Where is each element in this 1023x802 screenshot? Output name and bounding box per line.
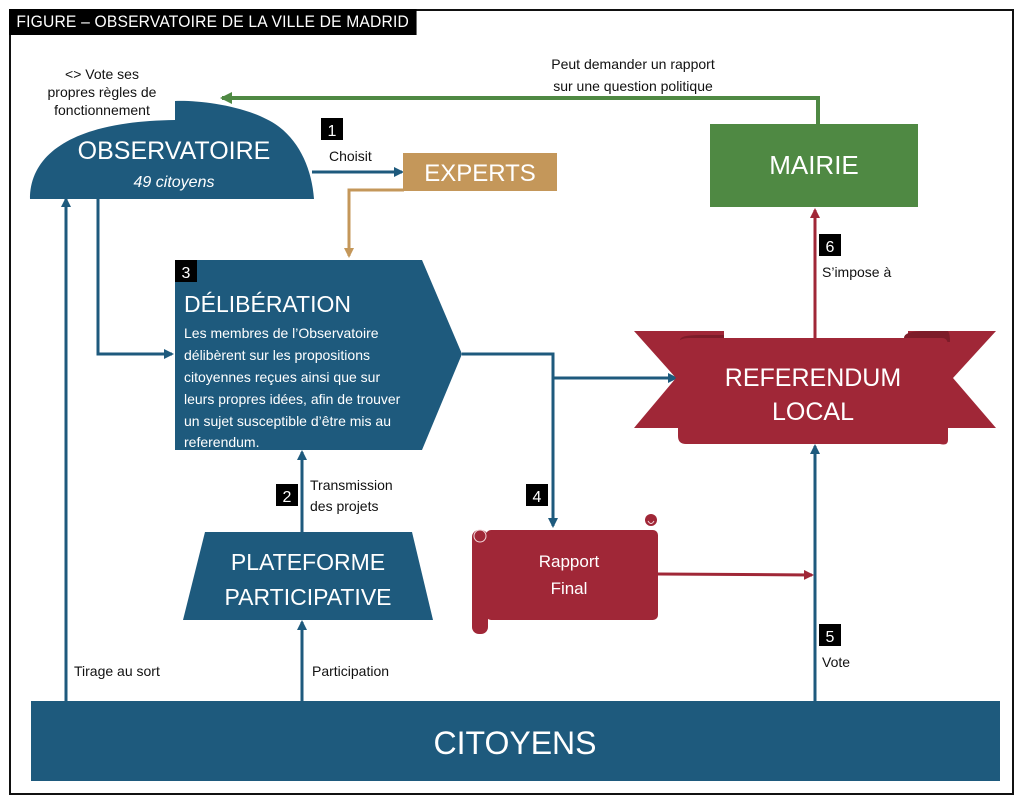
- plateforme-title-line: PARTICIPATIVE: [225, 584, 392, 610]
- edge-mairie-to-observatoire: [220, 92, 820, 124]
- deliberation-body-line: citoyennes reçues ainsi que sur: [184, 369, 380, 385]
- rapport-title-line: Rapport: [539, 552, 600, 571]
- deliberation-body-line: referendum.: [184, 434, 259, 450]
- step-number: 5: [826, 629, 835, 646]
- referendum-title-line: REFERENDUM: [725, 364, 901, 392]
- step-badge-6: [819, 234, 841, 256]
- experts-title: EXPERTS: [424, 160, 536, 187]
- edge-deliberation-to-referendum: [462, 352, 678, 383]
- edge-rapport-to-referendum: [657, 569, 814, 580]
- step-badge-2: [276, 484, 298, 506]
- edge-label: Choisit: [329, 148, 372, 164]
- edge-observatoire-to-deliberation: [96, 198, 174, 359]
- node-referendum: REFERENDUM LOCAL: [634, 331, 996, 445]
- observatoire-note-line: propres règles de: [48, 84, 157, 100]
- deliberation-body-line: leurs propres idées, afin de trouver: [184, 391, 401, 407]
- node-deliberation: 3 DÉLIBÉRATION Les membres de l’Observat…: [175, 260, 462, 450]
- edge-experts-to-deliberation: [344, 188, 404, 258]
- edge-label: Vote: [822, 654, 850, 670]
- figure-frame: [9, 9, 1014, 795]
- node-citoyens: CITOYENS: [31, 701, 1000, 781]
- node-observatoire: OBSERVATOIRE 49 citoyens: [30, 100, 314, 199]
- node-plateforme: PLATEFORME PARTICIPATIVE: [183, 532, 433, 620]
- observatoire-note-line: fonctionnement: [54, 102, 150, 118]
- observatoire-title: OBSERVATOIRE: [78, 137, 271, 165]
- step-number: 4: [533, 489, 542, 506]
- edge-label-line: Transmission: [310, 477, 393, 493]
- deliberation-body-line: un sujet susceptible d’être mis au: [184, 413, 391, 429]
- referendum-title-line: LOCAL: [772, 398, 854, 426]
- edge-label: S’impose à: [822, 264, 891, 280]
- deliberation-title: DÉLIBÉRATION: [184, 291, 351, 317]
- step-badge-5: [819, 624, 841, 646]
- step-badge-1: [321, 118, 343, 140]
- edge-label-line: des projets: [310, 498, 378, 514]
- plateforme-title-line: PLATEFORME: [231, 549, 385, 575]
- deliberation-body-line: Les membres de l’Observatoire: [184, 325, 379, 341]
- observatoire-subtitle: 49 citoyens: [134, 174, 215, 191]
- deliberation-body-line: délibèrent sur les propositions: [184, 347, 370, 363]
- step-number: 6: [826, 239, 835, 256]
- figure-title: FIGURE – OBSERVATOIRE DE LA VILLE DE MAD…: [9, 9, 417, 35]
- edge-label-line: sur une question politique: [553, 78, 713, 94]
- node-experts: EXPERTS: [403, 153, 557, 191]
- node-mairie: MAIRIE: [710, 124, 918, 207]
- step-badge-4: [526, 484, 548, 506]
- step-badge-3: [175, 260, 197, 282]
- step-number: 3: [182, 265, 191, 282]
- edge-label: Participation: [312, 663, 389, 679]
- citoyens-title: CITOYENS: [434, 725, 597, 761]
- node-rapport: Rapport Final: [472, 514, 658, 634]
- step-number: 2: [283, 489, 292, 506]
- edge-label-line: Peut demander un rapport: [551, 56, 715, 72]
- mairie-title: MAIRIE: [769, 150, 859, 180]
- edge-label: Tirage au sort: [74, 663, 160, 679]
- rapport-title-line: Final: [551, 579, 588, 598]
- observatoire-note-line: <> Vote ses: [65, 66, 139, 82]
- step-number: 1: [328, 123, 337, 140]
